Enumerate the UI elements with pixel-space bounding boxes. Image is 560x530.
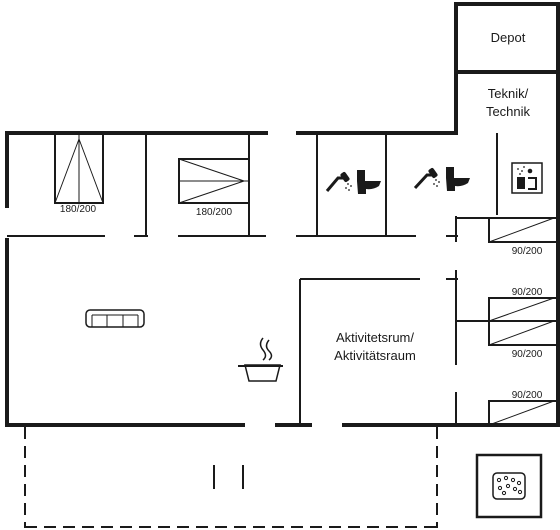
single-bed-1 [488,217,559,243]
terrace-outline [24,427,438,528]
interior-walls [7,70,558,425]
cooking-pot-icon [238,337,283,382]
bed-size-label: 180/200 [196,207,233,218]
bed-size-label: 90/200 [512,349,543,360]
bed-size-label: 90/200 [512,390,543,401]
toilet-icon [357,170,381,194]
single-bed-4 [488,400,559,426]
room-label-aktivitatsraum: Aktivitätsraum [334,348,416,363]
room-label-aktivitetsrum: Aktivitetsrum/ [336,330,414,345]
shower-icon [413,167,440,190]
double-bed-2 [178,158,250,204]
bed-size-label: 180/200 [60,204,97,215]
room-label-depot: Depot [491,30,526,45]
shower-icon [325,171,352,192]
toilet-icon [446,167,470,191]
single-bed-2 [488,297,559,322]
hot-tub-icon [475,453,543,519]
room-label-teknik: Teknik/ [488,86,529,101]
room-label-technik: Technik [486,104,531,119]
sauna-icon [511,162,543,194]
bed-size-label: 90/200 [512,246,543,257]
bed-size-label: 90/200 [512,287,543,298]
single-bed-3 [488,320,559,346]
sofa-icon [85,309,145,328]
double-bed-1 [54,132,104,204]
